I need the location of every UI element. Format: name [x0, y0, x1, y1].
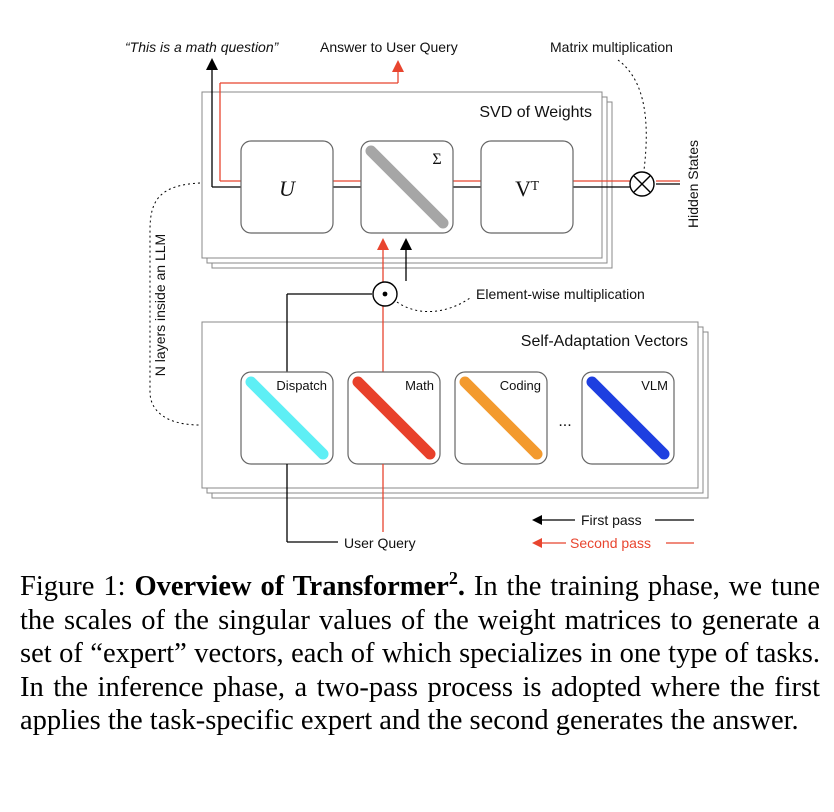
vectors-panel-title: Self-Adaptation Vectors: [521, 333, 688, 350]
elementwise-connections: [286, 238, 412, 372]
expert-coding-label: Coding: [500, 378, 541, 393]
transformer2-diagram: “This is a math question” Answer to User…: [125, 39, 709, 551]
caption-body: In the training phase, we tune the scale…: [20, 571, 821, 736]
svd-panel-title: SVD of Weights: [479, 104, 592, 121]
hidden-states-label: Hidden States: [685, 140, 701, 228]
math-question-label: “This is a math question”: [125, 39, 280, 55]
expert-math: Math: [347, 371, 441, 465]
expert-math-diagonal: [352, 376, 436, 460]
answer-label: Answer to User Query: [320, 39, 458, 55]
user-query-connections: [286, 464, 384, 543]
n-layers-label: N layers inside an LLM: [152, 234, 168, 376]
caption-title: Overview of Transformer2.: [134, 568, 465, 602]
figure-caption: Figure 1: Overview of Transformer2. In t…: [20, 568, 821, 738]
legend-second-pass: Second pass: [570, 535, 651, 551]
legend-first-pass: First pass: [581, 512, 642, 528]
elementwise-label: Element-wise multiplication: [476, 286, 645, 302]
sigma-label: Σ: [432, 151, 441, 168]
expert-vlm-diagonal: [586, 376, 670, 460]
expert-dispatch-label: Dispatch: [276, 378, 327, 393]
expert-coding: Coding: [454, 371, 548, 465]
expert-vlm-label: VLM: [641, 378, 668, 393]
expert-dispatch: Dispatch: [240, 371, 334, 465]
user-query-label: User Query: [344, 535, 416, 551]
vt-matrix-box: Vᵀ: [480, 140, 574, 234]
sigma-matrix-box: Σ: [360, 140, 454, 234]
expert-vlm: VLM: [581, 371, 675, 465]
elementwise-pointer: [396, 297, 471, 313]
elementwise-icon: [372, 281, 398, 307]
u-matrix-box: U: [240, 140, 334, 234]
expert-dispatch-diagonal: [245, 376, 329, 460]
experts-ellipsis: ...: [558, 413, 571, 430]
caption-prefix: Figure 1:: [20, 571, 126, 602]
expert-math-label: Math: [405, 378, 434, 393]
matmul-label: Matrix multiplication: [550, 39, 673, 55]
expert-coding-diagonal: [459, 376, 543, 460]
legend: First pass Second pass: [532, 512, 694, 551]
matmul-icon: [629, 171, 655, 197]
u-label: U: [279, 176, 297, 201]
vt-label: Vᵀ: [515, 176, 539, 201]
matmul-pointer: [617, 59, 647, 171]
